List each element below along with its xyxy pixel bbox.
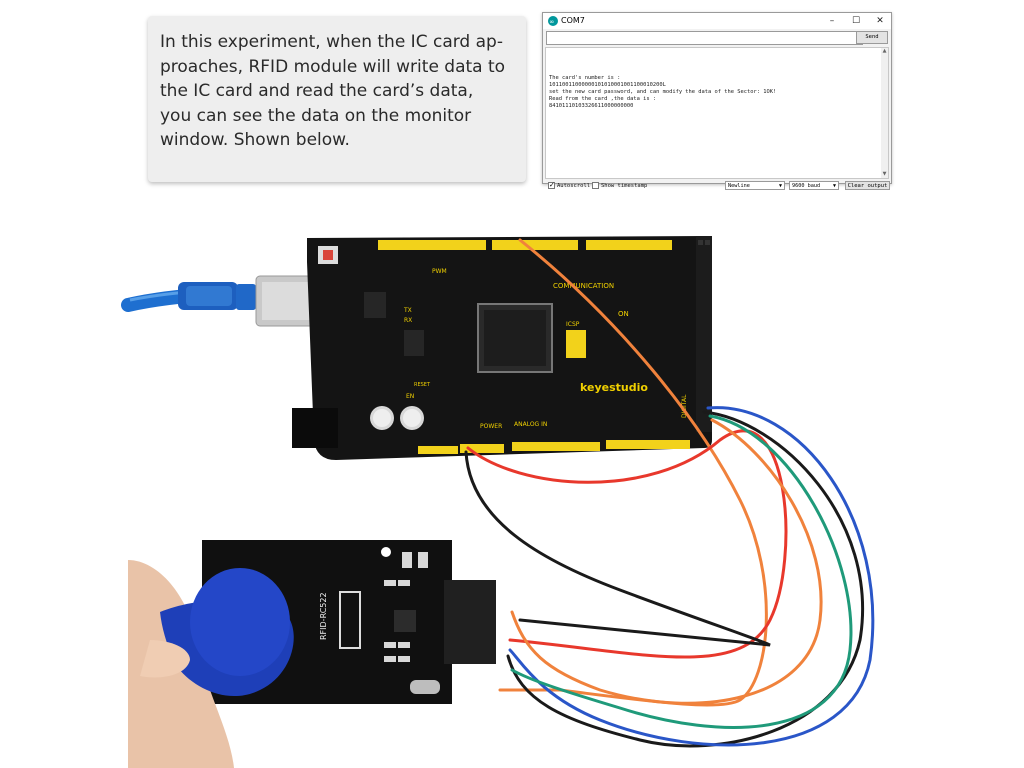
bottom-bar: ✓ Autoscroll Show timestamp Newline ▼ 96…: [543, 180, 891, 195]
caption-card: In this experiment, when the IC card ap-…: [148, 16, 526, 182]
digital-label: DIGITAL: [681, 394, 688, 418]
output-line: set the new card password, and can modif…: [549, 88, 777, 95]
output-line: 84101110103326611000000000: [549, 102, 634, 109]
caption-text: In this experiment, when the IC card ap-…: [160, 32, 506, 150]
output-line: 10110011000000101010001001100010200L: [549, 81, 666, 88]
en-label: EN: [406, 393, 414, 400]
scroll-up-icon[interactable]: ▲: [882, 48, 887, 54]
baud-rate-select[interactable]: 9600 baud ▼: [789, 181, 839, 190]
title-bar: ∞ COM7 – ☐ ✕: [543, 13, 891, 29]
on-label: ON: [618, 310, 629, 318]
baud-rate-value: 9600 baud: [792, 183, 821, 189]
clear-output-button[interactable]: Clear output: [845, 181, 890, 190]
minimize-icon[interactable]: –: [829, 16, 835, 26]
power-label: POWER: [480, 423, 502, 430]
tx-label: TX: [403, 307, 412, 314]
hand-with-fob: [128, 560, 294, 768]
maximize-icon[interactable]: ☐: [851, 16, 861, 26]
arduino-app-icon: ∞: [548, 16, 558, 26]
output-line: The card's number is :: [549, 75, 621, 81]
autoscroll-label: Autoscroll: [557, 183, 591, 189]
line-ending-value: Newline: [728, 183, 750, 189]
brand-label: keyestudio: [580, 381, 648, 394]
serial-input-field[interactable]: [546, 31, 863, 45]
autoscroll-checkbox[interactable]: ✓: [548, 181, 555, 189]
output-line: Read from the card ,the data is :: [549, 95, 657, 102]
analog-in-label: ANALOG IN: [514, 421, 547, 428]
send-row: Send: [546, 31, 888, 45]
scroll-down-icon[interactable]: ▼: [882, 171, 887, 177]
checkmark-icon: ✓: [549, 181, 555, 189]
close-icon[interactable]: ✕: [876, 16, 884, 26]
serial-output-area[interactable]: The card's number is : 10110011000000101…: [545, 47, 889, 179]
output-lines: The card's number is : 10110011000000101…: [549, 75, 776, 110]
usb-cable: [121, 275, 327, 327]
svg-text:∞: ∞: [549, 18, 554, 25]
mega-board: COMMUNICATION ON ICSP keyestudio TX RX R…: [292, 236, 712, 460]
send-button[interactable]: Send: [856, 31, 888, 44]
chevron-down-icon: ▼: [778, 183, 782, 189]
chevron-down-icon: ▼: [832, 183, 836, 189]
rfid-module-label: RFID-RC522: [319, 592, 328, 640]
communication-label: COMMUNICATION: [553, 282, 614, 290]
vertical-scrollbar[interactable]: ▲ ▼: [881, 48, 888, 178]
jumper-wires: [464, 238, 875, 748]
icsp-label: ICSP: [566, 321, 580, 328]
window-title: COM7: [561, 16, 585, 25]
pwm-label: PWM: [432, 268, 447, 275]
rx-label: RX: [404, 317, 412, 324]
timestamp-label: Show timestamp: [601, 183, 648, 189]
timestamp-checkbox[interactable]: [592, 182, 599, 189]
line-ending-select[interactable]: Newline ▼: [725, 181, 785, 190]
serial-monitor-window: ∞ COM7 – ☐ ✕ Send The card's number is :…: [542, 12, 892, 190]
reset-label: RESET: [414, 382, 431, 388]
